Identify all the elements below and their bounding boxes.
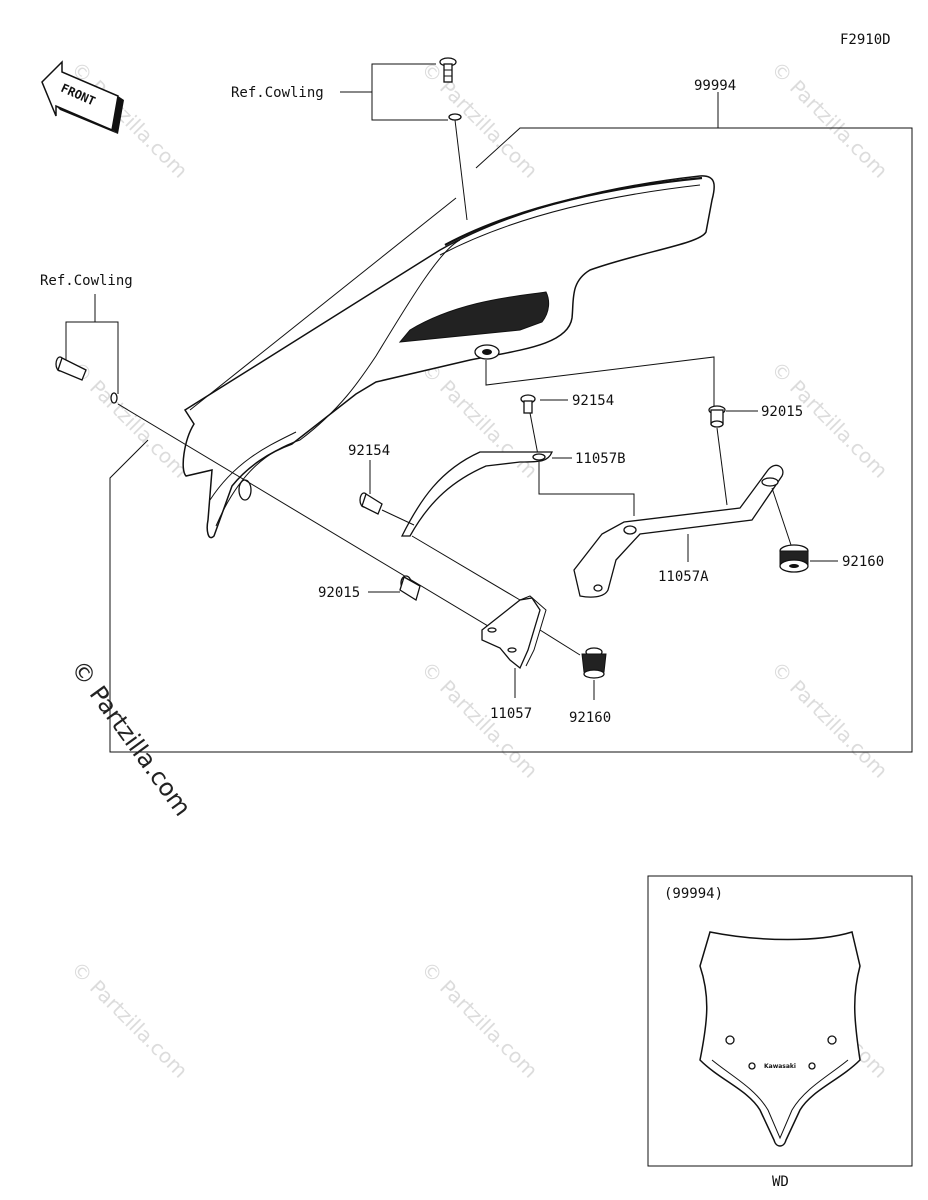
collar-icon xyxy=(399,575,421,602)
part-label-92015-lower: 92015 xyxy=(318,585,360,601)
watermark-layer: © Partzilla.com © Partzilla.com © Partzi… xyxy=(66,57,892,1083)
inset-logo-text: Kawasaki xyxy=(764,1063,796,1070)
ref-cowling-label-top: Ref.Cowling xyxy=(231,85,324,101)
watermark: © Partzilla.com xyxy=(766,657,892,783)
screw-icon xyxy=(359,492,383,515)
part-label-11057: 11057 xyxy=(490,706,532,722)
leader-line xyxy=(411,535,521,601)
leader-line xyxy=(539,629,581,656)
inset-panel: (99994) Kawasaki WD xyxy=(647,875,913,1190)
grommet-icon xyxy=(779,544,809,573)
leader-line xyxy=(538,462,635,516)
bracket-line xyxy=(371,63,448,121)
inset-caption: WD xyxy=(772,1174,789,1190)
partzilla-watermark: © Partzilla.com xyxy=(65,655,197,821)
front-arrow-icon: FRONT xyxy=(41,60,124,134)
leader-line xyxy=(529,412,539,456)
leader-line xyxy=(381,509,415,526)
watermark: © Partzilla.com xyxy=(416,957,542,1083)
assembly-frame xyxy=(109,127,913,753)
bracket-line xyxy=(65,321,119,394)
bracket-11057 xyxy=(481,597,541,670)
leader-line xyxy=(771,487,793,549)
leader-line xyxy=(454,119,468,221)
part-label-11057B: 11057B xyxy=(575,451,626,467)
watermark: © Partzilla.com xyxy=(66,357,192,483)
screw-icon xyxy=(520,394,536,414)
bolt-icon xyxy=(439,57,457,83)
part-label-92154-lower: 92154 xyxy=(348,443,390,459)
ref-cowling-label-left: Ref.Cowling xyxy=(40,273,133,289)
leader-line xyxy=(117,403,529,651)
bracket-11057A xyxy=(573,464,784,598)
part-label-11057A: 11057A xyxy=(658,569,709,585)
part-label-92015-upper: 92015 xyxy=(761,404,803,420)
washer-icon xyxy=(110,392,118,404)
part-label-92160-right: 92160 xyxy=(842,554,884,570)
washer-icon xyxy=(448,113,462,121)
figure-code: F2910D xyxy=(840,32,891,48)
leader-line xyxy=(716,427,728,506)
part-label-92154-upper: 92154 xyxy=(572,393,614,409)
leader-line xyxy=(485,356,715,410)
watermark: © Partzilla.com xyxy=(66,957,192,1083)
grommet-icon xyxy=(581,647,607,679)
windshield-front-view xyxy=(699,931,861,1147)
watermark: © Partzilla.com xyxy=(766,57,892,183)
part-label-92160-lower: 92160 xyxy=(569,710,611,726)
windshield-shape xyxy=(182,175,715,539)
bolt-icon xyxy=(55,356,87,381)
inset-title: (99994) xyxy=(664,886,723,902)
part-label-99994: 99994 xyxy=(694,78,736,94)
collar-icon xyxy=(708,405,726,428)
